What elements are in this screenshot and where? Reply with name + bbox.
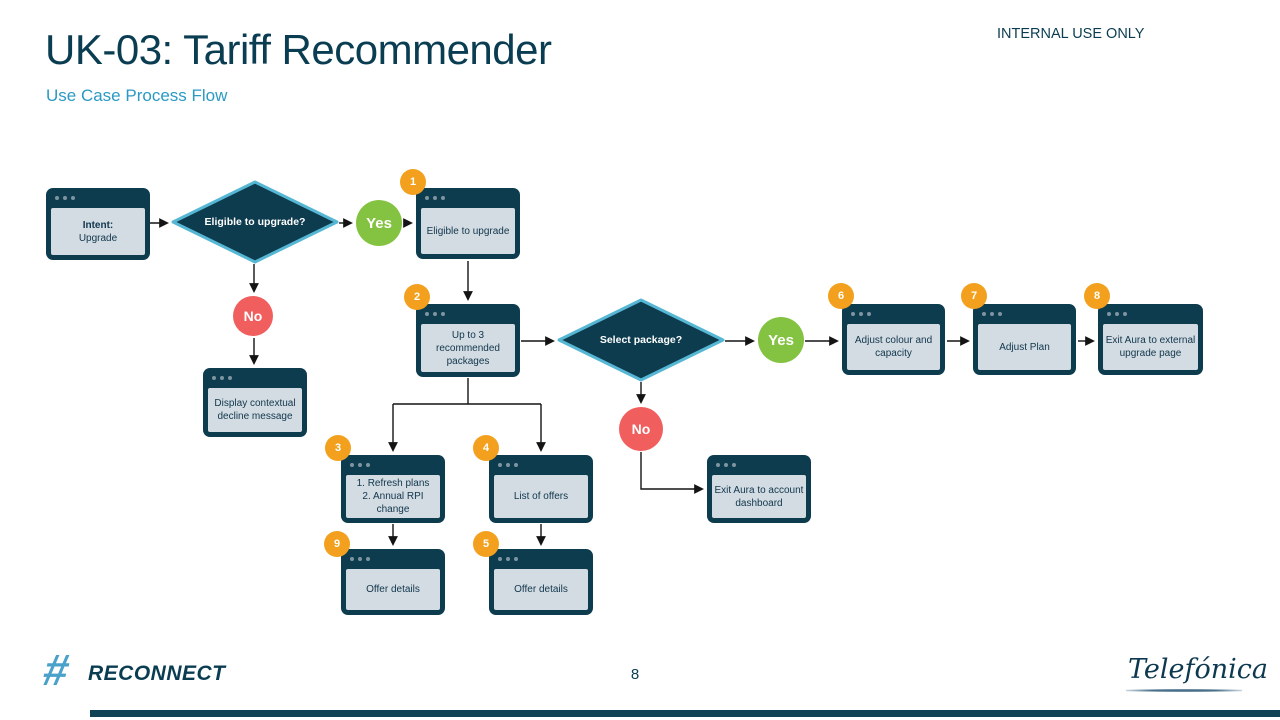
flow-box-decline: Display contextual decline message <box>203 368 307 437</box>
flow-box-intent: Intent: Upgrade <box>46 188 150 260</box>
badge-6: 6 <box>828 283 854 309</box>
window-dots-icon <box>498 463 518 467</box>
flow-box-offer-details-left-body: Offer details <box>346 569 440 610</box>
refresh-line2: 2. Annual RPI change <box>362 491 424 515</box>
refresh-line1: 1. Refresh plans <box>356 478 430 489</box>
badge-3: 3 <box>325 435 351 461</box>
no-circle-select: No <box>619 407 663 451</box>
window-dots-icon <box>425 196 445 200</box>
telefonica-logo: Telefónica <box>1128 654 1268 685</box>
flow-box-exit-external-body: Exit Aura to external upgrade page <box>1103 324 1198 370</box>
page-number: 8 <box>630 666 640 683</box>
flow-box-adjust-colour-body: Adjust colour and capacity <box>847 324 940 370</box>
window-dots-icon <box>350 463 370 467</box>
page-subtitle: Use Case Process Flow <box>46 86 228 105</box>
flow-box-packages: Up to 3 recommended packages <box>416 304 520 377</box>
flow-box-exit-external: Exit Aura to external upgrade page <box>1098 304 1203 375</box>
window-dots-icon <box>716 463 736 467</box>
flow-box-refresh-body: 1. Refresh plans 2. Annual RPI change <box>346 475 440 518</box>
flow-box-offer-details-left: Offer details <box>341 549 445 615</box>
flow-box-exit-dashboard-body: Exit Aura to account dashboard <box>712 475 806 518</box>
flow-box-adjust-plan: Adjust Plan <box>973 304 1076 375</box>
decision-select-diamond <box>557 298 725 382</box>
flow-box-eligible: Eligible to upgrade <box>416 188 520 259</box>
flow-box-offer-details-right: Offer details <box>489 549 593 615</box>
flow-box-refresh: 1. Refresh plans 2. Annual RPI change <box>341 455 445 523</box>
flow-box-adjust-plan-body: Adjust Plan <box>978 324 1071 370</box>
window-dots-icon <box>425 312 445 316</box>
yes-circle-eligible: Yes <box>356 200 402 246</box>
flow-box-eligible-body: Eligible to upgrade <box>421 208 515 254</box>
badge-8: 8 <box>1084 283 1110 309</box>
no-circle-eligible: No <box>233 296 273 336</box>
intent-line2: Upgrade <box>78 232 118 244</box>
decision-eligible-label: Eligible to upgrade? <box>204 216 306 228</box>
window-dots-icon <box>498 557 518 561</box>
badge-4: 4 <box>473 435 499 461</box>
flow-box-exit-dashboard: Exit Aura to account dashboard <box>707 455 811 523</box>
intent-line1: Intent: <box>82 219 114 231</box>
page-title: UK-03: Tariff Recommender <box>45 26 552 73</box>
badge-7: 7 <box>961 283 987 309</box>
classification-label: INTERNAL USE ONLY <box>997 26 1145 42</box>
badge-9: 9 <box>324 531 350 557</box>
window-dots-icon <box>55 196 75 200</box>
flow-box-decline-body: Display contextual decline message <box>208 388 302 432</box>
bottom-accent-bar <box>90 710 1280 717</box>
reconnect-logo: RECONNECT <box>88 662 226 685</box>
window-dots-icon <box>851 312 871 316</box>
flow-box-offers-body: List of offers <box>494 475 588 518</box>
window-dots-icon <box>212 376 232 380</box>
telefonica-logo-underline <box>1126 689 1242 692</box>
window-dots-icon <box>982 312 1002 316</box>
flow-box-packages-body: Up to 3 recommended packages <box>421 324 515 372</box>
decision-select-label: Select package? <box>599 334 683 346</box>
flow-box-offer-details-right-body: Offer details <box>494 569 588 610</box>
flow-box-offers: List of offers <box>489 455 593 523</box>
badge-2: 2 <box>404 284 430 310</box>
badge-5: 5 <box>473 531 499 557</box>
flow-box-intent-body: Intent: Upgrade <box>51 208 145 255</box>
window-dots-icon <box>350 557 370 561</box>
flow-box-adjust-colour: Adjust colour and capacity <box>842 304 945 375</box>
yes-circle-select: Yes <box>758 317 804 363</box>
badge-1: 1 <box>400 169 426 195</box>
decision-eligible-diamond <box>171 180 339 264</box>
window-dots-icon <box>1107 312 1127 316</box>
